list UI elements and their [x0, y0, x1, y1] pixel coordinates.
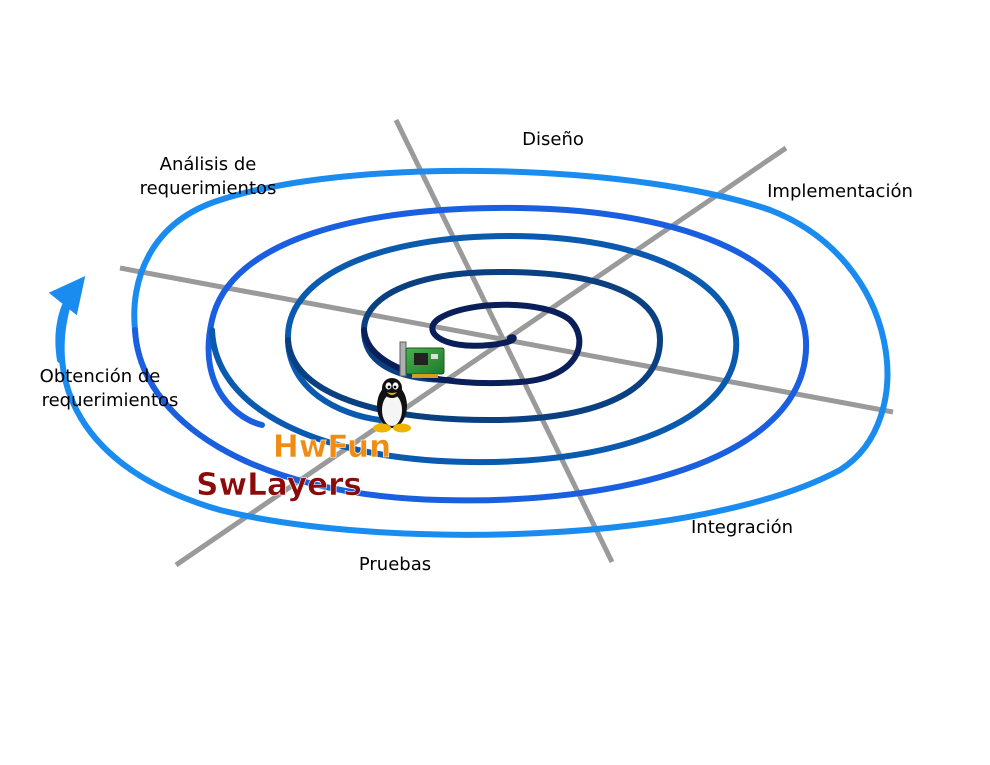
spiral-ring-outer	[58, 167, 891, 538]
label-obtencion-line1: Obtención de	[40, 366, 161, 387]
label-diseno: Diseño	[522, 129, 584, 150]
label-pruebas: Pruebas	[359, 554, 431, 575]
label-implementacion: Implementación	[767, 181, 913, 202]
tux-penguin-icon	[373, 378, 411, 433]
spiral-ring-inner	[361, 301, 583, 387]
label-integracion: Integración	[691, 517, 793, 538]
spiral-arrow-segment	[48, 275, 86, 363]
brand-swlayers: SwLayers	[196, 467, 362, 503]
network-card-icon	[399, 341, 445, 378]
spiral-ring-2	[132, 204, 810, 504]
axis-implementacion-pruebas	[174, 145, 788, 568]
spiral	[48, 167, 891, 538]
spiral-ring-3	[209, 232, 740, 466]
label-obtencion-line2: requerimientos	[42, 390, 179, 411]
brand-hwfun: HwFun	[273, 429, 391, 465]
label-analisis-line1: Análisis de	[160, 154, 257, 175]
label-analisis-line2: requerimientos	[140, 178, 277, 199]
